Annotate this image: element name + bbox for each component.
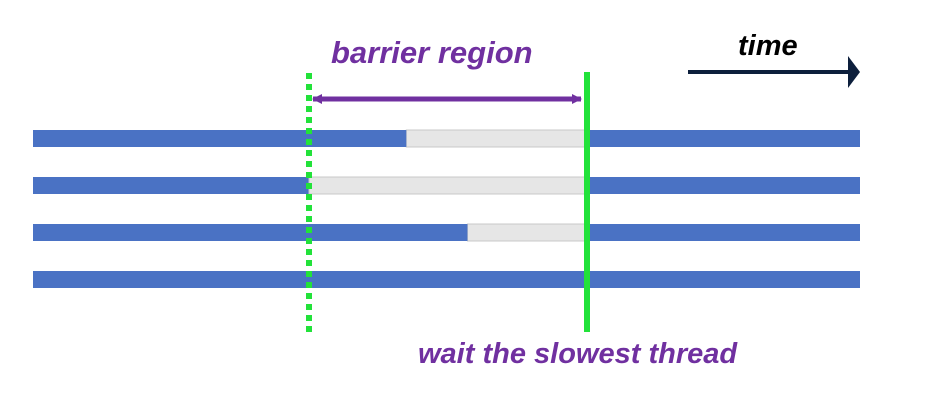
thread-work-after-barrier bbox=[587, 271, 860, 288]
time-arrow-icon bbox=[688, 56, 860, 88]
thread-idle-wait bbox=[308, 176, 588, 195]
thread-work-in-barrier-region bbox=[309, 271, 587, 288]
thread-idle-wait bbox=[405, 129, 588, 148]
thread-work-before-barrier bbox=[33, 271, 309, 288]
thread-work-in-barrier-region bbox=[309, 224, 468, 241]
thread-work-before-barrier bbox=[33, 130, 309, 147]
thread-work-before-barrier bbox=[33, 224, 309, 241]
thread-work-after-barrier bbox=[587, 177, 860, 194]
barrier-region-label: barrier region bbox=[331, 35, 533, 70]
thread-rows bbox=[33, 129, 860, 288]
thread-work-before-barrier bbox=[33, 177, 309, 194]
thread-row bbox=[33, 271, 860, 288]
thread-work-in-barrier-region bbox=[309, 130, 407, 147]
thread-work-after-barrier bbox=[587, 130, 860, 147]
time-label: time bbox=[738, 30, 798, 62]
thread-row bbox=[33, 129, 860, 148]
thread-work-after-barrier bbox=[587, 224, 860, 241]
thread-row bbox=[33, 176, 860, 195]
wait-slowest-thread-note: wait the slowest thread bbox=[418, 338, 738, 370]
thread-idle-wait bbox=[466, 223, 588, 242]
thread-row bbox=[33, 223, 860, 242]
